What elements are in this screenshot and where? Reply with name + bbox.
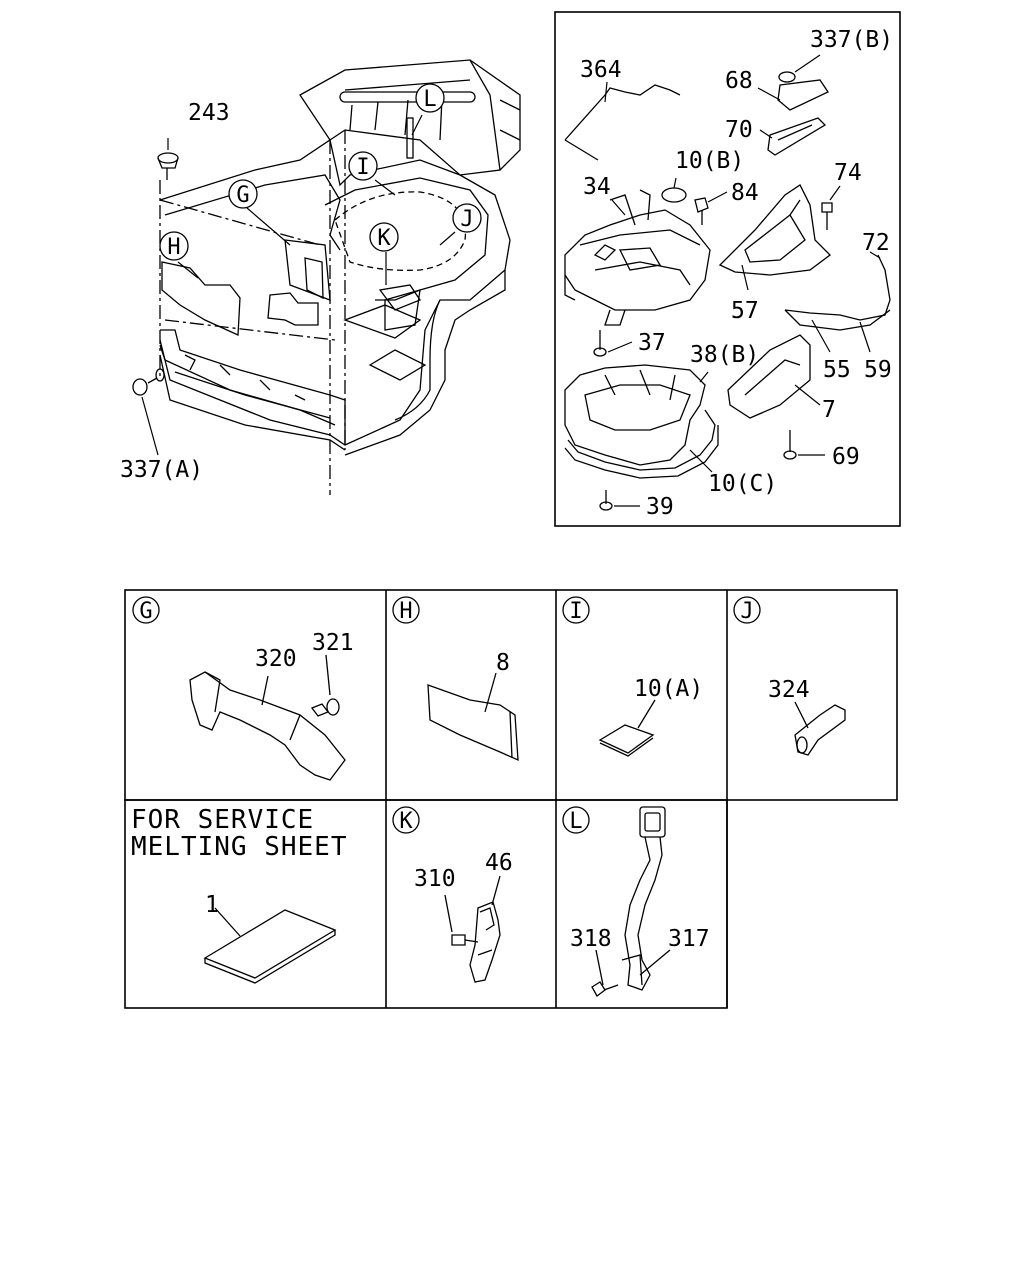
callout-68: 68 bbox=[725, 68, 753, 94]
part-317: 317 bbox=[668, 926, 710, 952]
ref-letter-k: K bbox=[377, 226, 391, 251]
callout-37: 37 bbox=[638, 330, 666, 356]
ref-circle-g: G bbox=[228, 179, 258, 209]
callout-7: 7 bbox=[822, 397, 836, 423]
melting-sheet-drawing bbox=[203, 907, 337, 984]
callout-69: 69 bbox=[832, 444, 860, 470]
detail-letter-h: H bbox=[399, 599, 412, 624]
callout-38b: 38(B) bbox=[690, 342, 759, 368]
callout-243: 243 bbox=[188, 100, 230, 126]
exploded-parts-drawing bbox=[564, 71, 891, 511]
detail-letter-g: G bbox=[139, 599, 152, 624]
callout-70: 70 bbox=[725, 117, 753, 143]
part-320: 320 bbox=[255, 646, 297, 672]
detail-h-drawing bbox=[427, 672, 519, 762]
callout-34: 34 bbox=[583, 174, 611, 200]
detail-g-drawing bbox=[189, 654, 346, 781]
ref-letter-g: G bbox=[236, 183, 249, 208]
part-324: 324 bbox=[768, 677, 810, 703]
ref-circle-l: L bbox=[415, 83, 445, 113]
detail-cell-i: I 10(A) bbox=[562, 596, 703, 702]
service-note-line1: FOR SERVICE bbox=[131, 805, 314, 835]
callout-10b: 10(B) bbox=[675, 148, 744, 174]
detail-cell-h: H 8 bbox=[392, 596, 510, 676]
callout-72: 72 bbox=[862, 230, 890, 256]
detail-i-drawing bbox=[598, 699, 656, 757]
ref-letter-l: L bbox=[423, 87, 436, 112]
detail-l-drawing bbox=[591, 806, 671, 997]
detail-letter-j: J bbox=[740, 599, 753, 624]
detail-cell-g: G 320 321 bbox=[132, 596, 354, 672]
reference-letter-circles: G H I J K L bbox=[159, 83, 482, 261]
callout-364: 364 bbox=[580, 57, 622, 83]
detail-letter-l: L bbox=[569, 809, 582, 834]
callout-74: 74 bbox=[834, 160, 862, 186]
part-46: 46 bbox=[485, 850, 513, 876]
ref-letter-j: J bbox=[460, 207, 473, 232]
main-view-callouts: 243 337(A) bbox=[120, 100, 230, 483]
callout-10c: 10(C) bbox=[708, 471, 777, 497]
part-310: 310 bbox=[414, 866, 456, 892]
callout-39: 39 bbox=[646, 494, 674, 520]
exploded-view-leaders bbox=[604, 54, 881, 507]
part-10a: 10(A) bbox=[634, 676, 703, 702]
part-321: 321 bbox=[312, 630, 354, 656]
main-view-leaders bbox=[141, 114, 456, 456]
ref-letter-i: I bbox=[356, 155, 369, 180]
part-318: 318 bbox=[570, 926, 612, 952]
detail-cell-l: L 318 317 bbox=[562, 806, 710, 952]
exploded-view-frame bbox=[554, 11, 901, 527]
service-note-line2: MELTING SHEET bbox=[131, 832, 348, 862]
floor-assembly-drawing bbox=[132, 59, 521, 495]
callout-337a: 337(A) bbox=[120, 457, 203, 483]
detail-cell-service: FOR SERVICE MELTING SHEET 1 bbox=[131, 805, 348, 918]
part-8: 8 bbox=[496, 650, 510, 676]
ref-circle-h: H bbox=[159, 231, 189, 261]
ref-letter-h: H bbox=[167, 235, 180, 260]
detail-letter-i: I bbox=[569, 599, 582, 624]
detail-cell-j: J 324 bbox=[733, 596, 810, 703]
detail-cell-k: K 310 46 bbox=[392, 806, 513, 892]
ref-circle-k: K bbox=[369, 222, 399, 252]
callout-57: 57 bbox=[731, 298, 759, 324]
detail-j-drawing bbox=[794, 701, 846, 756]
exploded-view-callouts: 364 337(B) 68 70 10(B) 34 84 74 72 57 37… bbox=[580, 27, 893, 520]
detail-letter-k: K bbox=[399, 809, 413, 834]
callout-55: 55 bbox=[823, 357, 851, 383]
detail-k-drawing bbox=[444, 875, 501, 983]
ref-circle-i: I bbox=[348, 151, 378, 181]
detail-grid bbox=[124, 589, 898, 1009]
callout-337b: 337(B) bbox=[810, 27, 893, 53]
callout-59: 59 bbox=[864, 357, 892, 383]
part-1: 1 bbox=[205, 892, 219, 918]
callout-84: 84 bbox=[731, 180, 759, 206]
ref-circle-j: J bbox=[452, 203, 482, 233]
